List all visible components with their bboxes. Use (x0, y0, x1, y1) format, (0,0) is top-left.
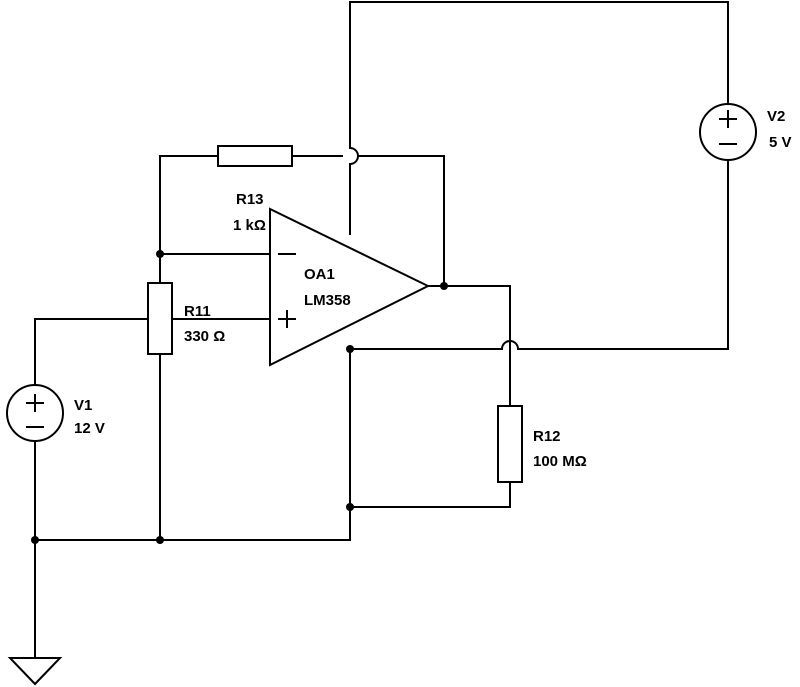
v2-ref-label: V2 (767, 108, 785, 125)
v2-value-label: 5 V (769, 134, 792, 151)
wires (34, 1, 729, 659)
r11-ref-label: R11 (184, 303, 211, 320)
junction-dot (156, 250, 164, 258)
junction-dot (346, 345, 354, 353)
voltage-source-v1: V1 12 V (6, 384, 105, 442)
resistor-r12: R12 100 MΩ (497, 405, 587, 483)
junction-dot (346, 503, 354, 511)
feedback-right-wire-b (357, 155, 445, 287)
r13-value-label: 1 kΩ (233, 217, 266, 234)
junction-dot (156, 536, 164, 544)
oa1-part-label: LM358 (304, 292, 351, 309)
r13-ref-label: R13 (236, 191, 264, 208)
v2-top-wire (349, 1, 729, 106)
junction-dot (31, 536, 39, 544)
feedback-left-wire (159, 155, 219, 255)
voltage-source-v2: V2 5 V (699, 103, 792, 161)
potentiometer-r11: R11 330 Ω (147, 282, 225, 355)
ground-icon (7, 657, 63, 686)
v1-ref-label: V1 (74, 397, 92, 414)
oa1-ref-label: OA1 (304, 266, 335, 283)
r11-value-label: 330 Ω (184, 328, 225, 345)
r12-bottom-wire (349, 481, 511, 508)
r12-value-label: 100 MΩ (533, 453, 587, 470)
r12-ref-label: R12 (533, 428, 561, 445)
junction-dot (440, 282, 448, 290)
v1-top-wire (34, 318, 147, 386)
opamp-oa1: OA1 LM358 (269, 207, 431, 367)
v1-value-label: 12 V (74, 420, 105, 437)
output-wire (427, 285, 511, 407)
junction-dots (31, 250, 448, 544)
resistor-r13: R13 1 kΩ (217, 145, 293, 234)
v2-return-wire (517, 159, 729, 350)
wire-crossover-hop (348, 146, 359, 166)
